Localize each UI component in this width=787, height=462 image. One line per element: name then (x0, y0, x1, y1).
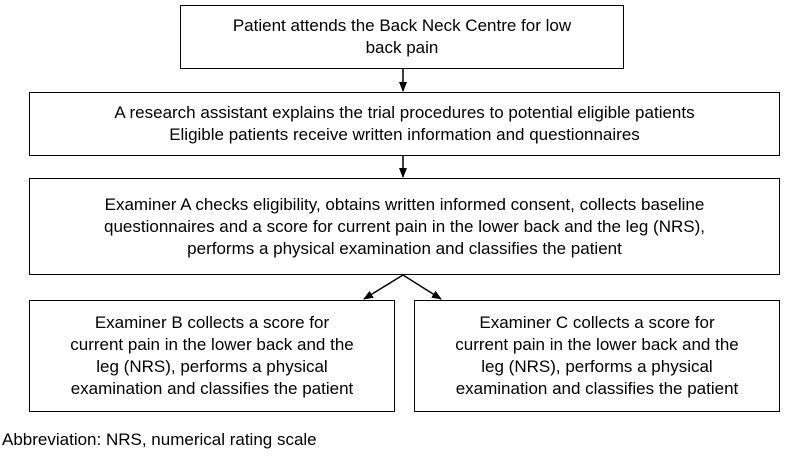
node-examiner-c-text: Examiner C collects a score for current … (455, 313, 739, 398)
node-patient-attends: Patient attends the Back Neck Centre for… (180, 5, 624, 69)
node-examiner-a: Examiner A checks eligibility, obtains w… (29, 178, 780, 275)
arrow-examiner-a-to-examiner-b (363, 274, 404, 300)
node-patient-attends-text: Patient attends the Back Neck Centre for… (232, 16, 572, 57)
arrow-examiner-a-to-examiner-c (402, 274, 442, 300)
node-examiner-a-text: Examiner A checks eligibility, obtains w… (104, 194, 705, 258)
node-research-assistant: A research assistant explains the trial … (29, 92, 780, 156)
abbreviation-footnote: Abbreviation: NRS, numerical rating scal… (2, 430, 317, 449)
node-examiner-b: Examiner B collects a score for current … (29, 300, 395, 412)
node-research-assistant-text: A research assistant explains the trial … (114, 103, 695, 144)
node-examiner-b-text: Examiner B collects a score for current … (70, 313, 354, 398)
node-examiner-c: Examiner C collects a score for current … (414, 300, 780, 412)
